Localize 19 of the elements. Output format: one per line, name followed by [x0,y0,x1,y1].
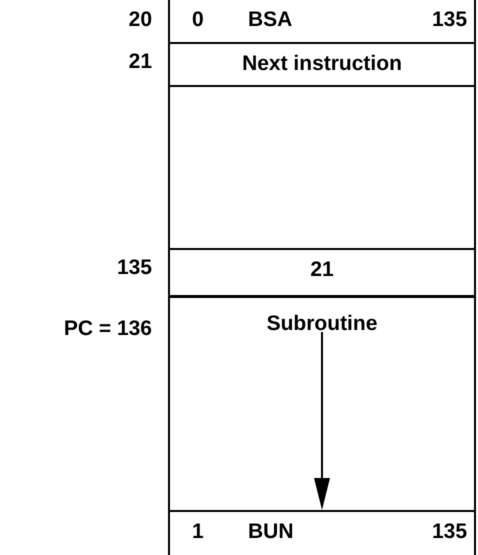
memory-word [168,248,476,295]
memory-content: Subroutine [266,312,378,336]
memory-content: Next instruction [241,52,403,76]
memory-address: 135 [116,256,152,280]
memory-field: 135 [432,520,468,544]
memory-field: 135 [432,8,468,32]
memory-address: 20 [128,8,152,32]
memory-word [168,42,476,85]
memory-word [168,510,476,555]
memory-address: PC = 136 [64,317,152,341]
memory-word [168,0,476,42]
arrow [312,332,332,510]
memory-content: 21 [309,258,335,282]
memory-field: BSA [248,8,292,32]
memory-field: 0 [192,8,204,32]
memory-word [168,85,476,248]
memory-field: 1 [192,520,204,544]
memory-address: 21 [128,50,152,74]
memory-field: BUN [248,520,294,544]
